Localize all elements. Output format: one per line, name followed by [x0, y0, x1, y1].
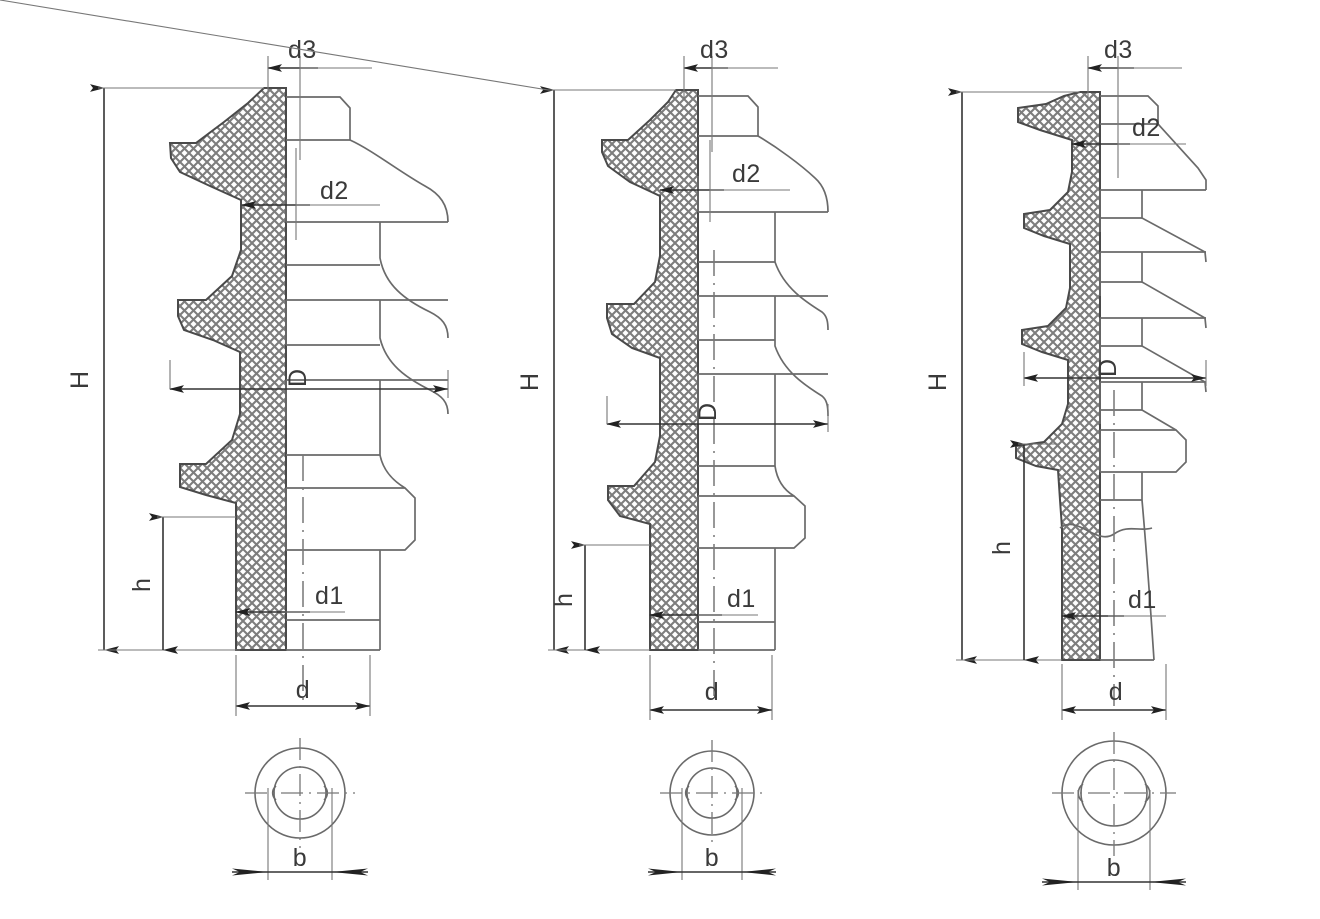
plan-view-2: b — [648, 740, 776, 880]
dimension-d1-2: d1 — [649, 585, 758, 619]
label-d3-2: d3 — [700, 36, 729, 64]
dimension-h-3: h — [988, 440, 1060, 664]
section-hatch-3 — [1015, 91, 1101, 661]
dimension-d1-3: d1 — [1061, 586, 1166, 620]
section-hatch-2 — [601, 89, 699, 651]
outline-elevation-2 — [697, 95, 829, 651]
label-d-2: d — [705, 678, 719, 706]
label-d-1: d — [296, 676, 310, 704]
label-d1-1: d1 — [315, 582, 344, 610]
dimension-d-1: d — [235, 655, 371, 716]
dimension-H-3: H — [924, 88, 1080, 664]
dimension-d3-2: d3 — [683, 36, 778, 152]
dimension-h-2: h — [550, 541, 650, 654]
label-D-2: D — [694, 403, 722, 421]
label-d2-3: d2 — [1132, 114, 1161, 142]
dimension-d-3: d — [1061, 664, 1167, 720]
outline-elevation-3 — [1059, 95, 1207, 661]
section-body-3 — [1015, 91, 1101, 661]
plan-view-1: b — [232, 738, 368, 880]
label-b-3: b — [1107, 854, 1121, 882]
label-D-1: D — [284, 369, 312, 387]
dimension-h-1: h — [128, 513, 236, 654]
label-d1-3: d1 — [1128, 586, 1157, 614]
dimension-d-2: d — [649, 655, 773, 720]
label-d1-2: d1 — [727, 585, 756, 613]
section-body-2 — [601, 89, 699, 651]
label-h-3: h — [988, 541, 1016, 555]
dimension-H-2: H — [0, 0, 676, 654]
dimension-d2-2: d2 — [659, 140, 790, 222]
label-H-2: H — [516, 373, 544, 391]
insulator-view-3: H h D d d1 d2 — [924, 36, 1207, 890]
section-hatch-1 — [168, 87, 287, 651]
dimension-D-2: D — [606, 396, 829, 432]
plan-keyway-left-2 — [684, 785, 690, 801]
dimension-d2-1: d2 — [241, 148, 380, 240]
dimension-D-1: D — [169, 360, 449, 398]
label-d-3: d — [1109, 678, 1123, 706]
insulator-view-2: H h D d d1 d2 — [0, 0, 829, 880]
section-body-1 — [168, 87, 287, 651]
outline-elevation-1 — [285, 96, 449, 651]
label-h-2: h — [550, 593, 578, 607]
label-H-3: H — [924, 373, 952, 391]
label-H-1: H — [66, 371, 94, 389]
insulator-view-1: H h D d d1 — [66, 36, 449, 880]
label-h-1: h — [128, 578, 156, 592]
dimension-D-3: D — [1023, 352, 1207, 386]
dimension-d3-3: d3 — [1087, 36, 1182, 124]
label-d2-1: d2 — [320, 177, 349, 205]
dimension-H-1: H — [66, 84, 264, 654]
label-d3-3: d3 — [1104, 36, 1133, 64]
label-d2-2: d2 — [732, 160, 761, 188]
label-D-3: D — [1094, 359, 1122, 377]
label-b-1: b — [293, 844, 307, 872]
dimension-d1-1: d1 — [235, 582, 345, 616]
label-b-2: b — [705, 844, 719, 872]
plan-keyway-left-1 — [271, 785, 277, 801]
plan-view-3: b — [1042, 732, 1186, 890]
